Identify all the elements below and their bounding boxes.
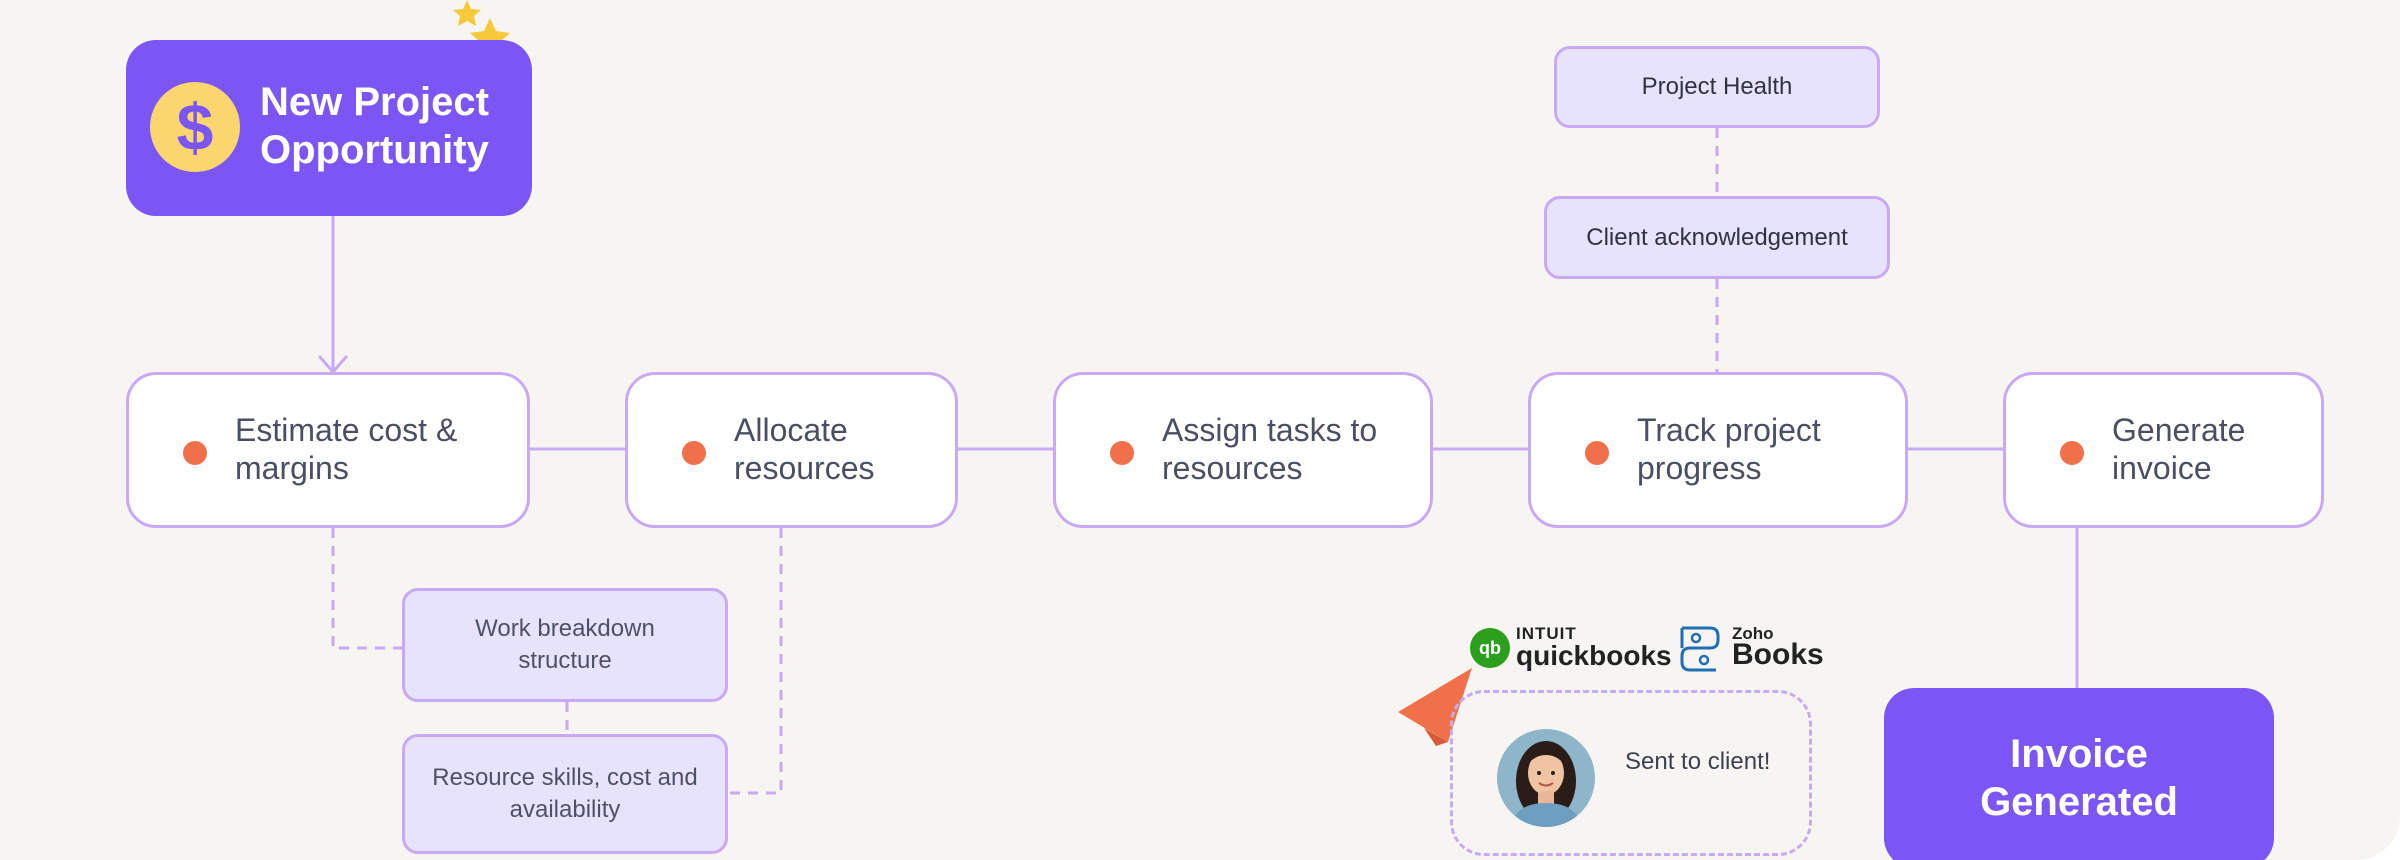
zoho-big-text: Books — [1732, 638, 1824, 671]
step-generate-invoice: Generate invoice — [2003, 372, 2324, 528]
step-estimate-cost: Estimate cost & margins — [126, 372, 530, 528]
status-dot — [1585, 441, 1609, 465]
dashed-connector-work-breakdown — [331, 528, 402, 650]
subitem-project-health: Project Health — [1554, 46, 1880, 128]
subitem-work-breakdown: Work breakdown structure — [402, 588, 728, 702]
sent-to-client-card: Sent to client! — [1450, 690, 1812, 856]
step-label: Generate invoice — [2112, 412, 2246, 486]
status-dot — [1110, 441, 1134, 465]
dashed-connector-resource-skills — [728, 528, 783, 795]
subitem-label: Project Health — [1641, 73, 1793, 100]
sent-to-client-text: Sent to client! — [1625, 748, 1771, 775]
step-label: Estimate cost & margins — [235, 412, 458, 486]
subitem-label: Work breakdown structure — [475, 615, 655, 674]
subitem-label: Resource skills, cost and availability — [432, 764, 698, 823]
quickbooks-bottom-text: quickbooks — [1516, 640, 1672, 671]
step-assign-tasks: Assign tasks to resources — [1053, 372, 1433, 528]
step-label: Assign tasks to resources — [1162, 412, 1378, 486]
subitem-client-ack: Client acknowledgement — [1544, 196, 1890, 279]
step-label: Track project progress — [1637, 412, 1821, 486]
status-dot — [183, 441, 207, 465]
zoho-books-logo: Zoho Books — [1676, 624, 1826, 676]
step-track-progress: Track project progress — [1528, 372, 1908, 528]
start-node-new-project: $ New Project Opportunity — [126, 40, 532, 216]
subitem-label: Client acknowledgement — [1586, 223, 1848, 251]
step-label: Allocate resources — [734, 412, 875, 486]
end-node-invoice-generated: Invoice Generated — [1884, 688, 2274, 860]
quickbooks-top-text: INTUIT — [1516, 624, 1577, 643]
step-allocate-resources: Allocate resources — [625, 372, 958, 528]
end-node-title: Invoice Generated — [1980, 732, 2178, 824]
zoho-small-text: Zoho — [1732, 624, 1774, 643]
subitem-resource-skills: Resource skills, cost and availability — [402, 734, 728, 854]
status-dot — [2060, 441, 2084, 465]
quickbooks-mark-icon: qb — [1470, 628, 1510, 668]
start-node-title: New Project Opportunity — [260, 80, 489, 172]
zoho-books-mark-icon — [1680, 626, 1720, 672]
quickbooks-logo: qb INTUIT quickbooks — [1470, 624, 1672, 676]
star-icon-small — [453, 0, 481, 26]
avatar — [1497, 729, 1595, 827]
status-dot — [682, 441, 706, 465]
dollar-coin-icon: $ — [150, 82, 240, 172]
